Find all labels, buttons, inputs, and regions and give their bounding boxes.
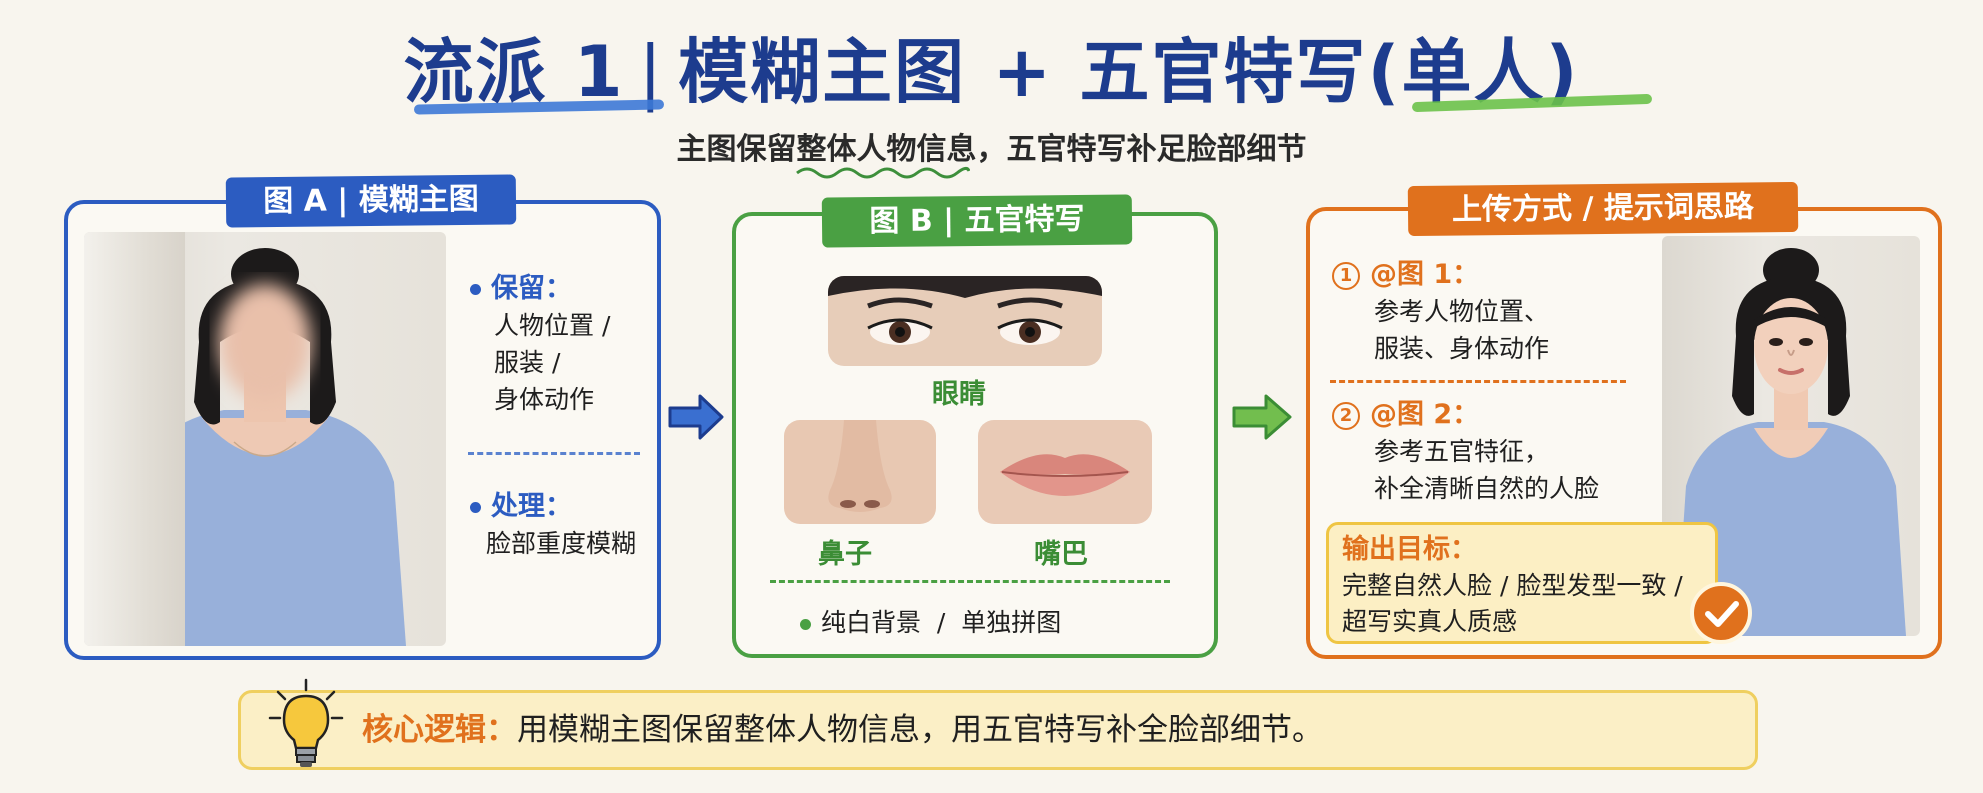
output-goal-line: 超写实真人质感: [1342, 607, 1518, 636]
panel-b-footer: 纯白背景 / 单独拼图: [800, 604, 1061, 641]
eyes-label: 眼睛: [932, 379, 986, 410]
output-goal-line: 完整自然人脸 / 脸型发型一致 /: [1342, 571, 1683, 600]
keep-section: 保留： 人物位置 / 服装 / 身体动作: [470, 270, 610, 418]
step-1: 1 @图 1： 参考人物位置、 服装、身体动作: [1332, 256, 1549, 367]
step-1-line: 服装、身体动作: [1374, 334, 1550, 363]
step-2-line: 参考五官特征，: [1374, 437, 1550, 466]
bullet-dot: [470, 284, 481, 295]
title-part1: 流派 1: [403, 31, 625, 113]
core-logic-lead: 核心逻辑：: [362, 712, 517, 748]
panel-c-tag: 上传方式 / 提示词思路: [1407, 181, 1799, 237]
step-1-title: @图 1：: [1370, 259, 1480, 290]
divider-dashed: [1330, 380, 1626, 383]
arrow-right-icon: [1232, 394, 1292, 440]
keep-heading: 保留：: [491, 273, 572, 304]
process-line: 脸部重度模糊: [486, 529, 637, 558]
panel-b-tag: 图 B | 五官特写: [821, 194, 1133, 248]
title-part2: 模糊主图 + 五官特写: [678, 31, 1368, 113]
arrow-right-icon: [668, 394, 724, 440]
step-1-number: 1: [1332, 261, 1360, 290]
step-2: 2 @图 2： 参考五官特征， 补全清晰自然的人脸: [1332, 396, 1599, 507]
subtitle: 主图保留整体人物信息，五官特写补足脸部细节: [676, 132, 1307, 167]
process-heading: 处理：: [491, 491, 572, 522]
curtain: [84, 232, 186, 646]
panel-b-footer-text: 纯白背景 / 单独拼图: [821, 608, 1062, 637]
page-title: 流派 1|模糊主图 + 五官特写(单人): [0, 16, 1983, 117]
lightbulb-icon: [268, 678, 344, 767]
keep-line: 服装 /: [494, 348, 561, 377]
keep-line: 身体动作: [494, 385, 595, 414]
nose-label: 鼻子: [818, 539, 872, 570]
panel-a-tag: 图 A | 模糊主图: [225, 174, 517, 228]
bullet-dot: [800, 618, 811, 630]
output-goal-box: [1326, 522, 1718, 644]
subtitle-wave-underline: [796, 166, 970, 179]
divider-dashed: [770, 580, 1170, 583]
output-goal-text: 输出目标： 完整自然人脸 / 脸型发型一致 / 超写实真人质感: [1342, 532, 1683, 640]
keep-line: 人物位置 /: [494, 311, 611, 340]
step-1-line: 参考人物位置、: [1374, 297, 1550, 326]
output-goal-heading: 输出目标：: [1342, 534, 1477, 565]
divider-dashed: [468, 452, 640, 455]
nose-closeup-image: [784, 420, 936, 524]
mouth-label: 嘴巴: [1034, 539, 1088, 570]
step-2-number: 2: [1332, 401, 1360, 430]
core-logic-banner: [238, 690, 1758, 770]
core-logic-text: 核心逻辑：用模糊主图保留整体人物信息，用五官特写补全脸部细节。: [362, 705, 1323, 755]
blurred-portrait-image: [84, 232, 446, 646]
step-2-title: @图 2：: [1370, 399, 1480, 430]
title-separator: |: [638, 31, 665, 113]
check-icon: [1690, 582, 1752, 644]
core-logic-body: 用模糊主图保留整体人物信息，用五官特写补全脸部细节。: [517, 712, 1323, 748]
process-section: 处理： 脸部重度模糊: [470, 488, 636, 562]
bullet-dot: [470, 502, 481, 513]
portrait-figure: [124, 248, 406, 646]
step-2-line: 补全清晰自然的人脸: [1374, 474, 1600, 503]
lips-closeup-image: [978, 420, 1152, 524]
eyes-closeup-image: [828, 276, 1102, 366]
